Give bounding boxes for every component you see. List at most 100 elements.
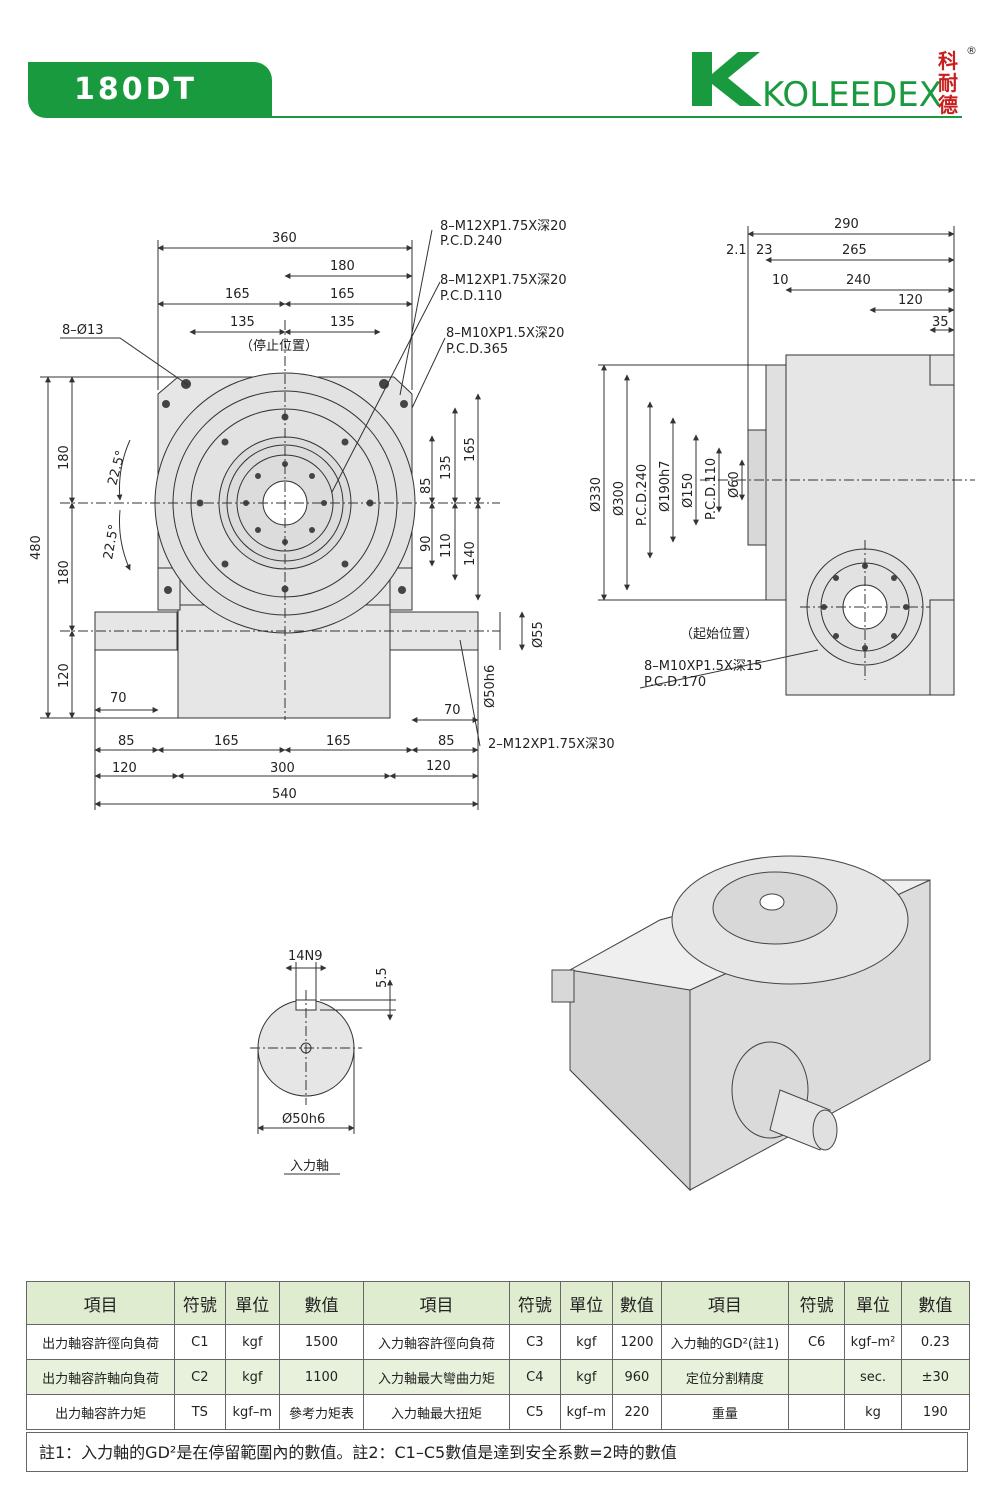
cell <box>788 1359 846 1395</box>
cell: C2 <box>174 1359 226 1395</box>
front-view <box>40 229 525 810</box>
brand-cn-3: 德 <box>938 93 958 117</box>
brand-cn-1: 科 <box>938 49 958 73</box>
cell: C5 <box>509 1394 561 1430</box>
dim-120-bottom-left: 120 <box>112 761 137 776</box>
cell: C3 <box>509 1324 561 1360</box>
cell: kgf <box>559 1359 614 1395</box>
registered-mark: ® <box>966 44 977 57</box>
col-item-3: 項目 <box>660 1281 790 1325</box>
dim-110: 110 <box>439 533 454 558</box>
input-shaft-text: 14N9 5.5 Ø50h6 入力軸 <box>282 949 390 1174</box>
dim-23: 23 <box>756 243 773 258</box>
dim-265: 265 <box>842 243 867 258</box>
cell: 重量 <box>660 1394 790 1430</box>
dim-85-right: 85 <box>438 734 455 749</box>
dim-140: 140 <box>463 541 478 566</box>
dim-d60: Ø60 <box>727 471 742 498</box>
dim-d330: Ø330 <box>589 477 604 512</box>
cell <box>788 1394 846 1430</box>
m12-240-spec: 8–M12XP1.75X深20 <box>440 219 567 234</box>
dim-165-bottom-left: 165 <box>214 734 239 749</box>
logo-k-mark <box>692 52 762 106</box>
pcd-170-label: P.C.D.170 <box>644 675 706 690</box>
shaft-diameter: Ø50h6 <box>282 1112 325 1127</box>
cell: 出力軸容許軸向負荷 <box>25 1359 176 1395</box>
logo-wordmark: KOLEEDEX <box>762 75 942 115</box>
cell: C1 <box>174 1324 226 1360</box>
cell: 1500 <box>279 1324 364 1360</box>
key-width: 14N9 <box>288 949 323 964</box>
input-shaft-section <box>250 962 396 1175</box>
m12-30-spec: 2–M12XP1.75X深30 <box>488 737 615 752</box>
col-value-1: 數值 <box>279 1281 364 1325</box>
col-item-1: 項目 <box>25 1281 176 1325</box>
col-unit-3: 單位 <box>844 1281 902 1325</box>
dim-70-right: 70 <box>444 703 461 718</box>
dim-90: 90 <box>419 535 434 552</box>
hole-spec-13: 8–Ø13 <box>62 323 104 338</box>
pcd-240-label: P.C.D.240 <box>440 234 502 249</box>
key-depth: 5.5 <box>375 967 390 988</box>
dim-pcd110-side: P.C.D.110 <box>704 458 719 520</box>
table-row: 出力軸容許力矩 TS kgf–m 參考力矩表 入力軸最大扭矩 C5 kgf–m … <box>25 1394 971 1430</box>
dim-135-left: 135 <box>230 315 255 330</box>
brand-cn-2: 耐 <box>938 71 958 95</box>
cell: kg <box>844 1394 902 1430</box>
start-position-label: （起始位置） <box>680 627 758 642</box>
cell: 0.23 <box>900 1324 971 1360</box>
flange-bolt-holes <box>821 563 909 651</box>
spec-table: 項目 符號 單位 數值 項目 符號 單位 數值 項目 符號 單位 數值 出力軸容… <box>25 1281 971 1430</box>
cell: 220 <box>612 1394 662 1430</box>
col-symbol-1: 符號 <box>174 1281 226 1325</box>
isometric-view <box>551 855 931 1192</box>
dim-d50h6: Ø50h6 <box>483 665 498 708</box>
cell: 1100 <box>279 1359 364 1395</box>
dim-290: 290 <box>834 217 859 232</box>
pcd-110-label: P.C.D.110 <box>440 289 502 304</box>
dim-35: 35 <box>932 315 949 330</box>
dim-10: 10 <box>772 273 789 288</box>
dim-165-bottom-right: 165 <box>326 734 351 749</box>
dim-165-right: 165 <box>330 287 355 302</box>
dim-300: 300 <box>270 761 295 776</box>
model-name: 180DT <box>74 72 197 107</box>
model-badge: 180DT <box>28 62 272 118</box>
col-symbol-3: 符號 <box>788 1281 846 1325</box>
cell: 入力軸最大彎曲力矩 <box>362 1359 511 1395</box>
dim-120-side: 120 <box>898 293 923 308</box>
cell: ±30 <box>900 1359 971 1395</box>
cell: kgf <box>559 1324 614 1360</box>
dim-240-side: 240 <box>846 273 871 288</box>
table-row: 出力軸容許軸向負荷 C2 kgf 1100 入力軸最大彎曲力矩 C4 kgf 9… <box>25 1359 971 1395</box>
cell: TS <box>174 1394 226 1430</box>
cell: 入力軸最大扭矩 <box>362 1394 511 1430</box>
iso-left-shaft <box>551 969 575 1003</box>
cell: 定位分割精度 <box>660 1359 790 1395</box>
dim-2-1: 2.1 <box>726 243 747 258</box>
dim-d300: Ø300 <box>612 481 627 516</box>
dim-120-left: 120 <box>57 663 72 688</box>
cell: 出力軸容許力矩 <box>25 1394 176 1430</box>
col-unit-1: 單位 <box>224 1281 281 1325</box>
cell: kgf–m <box>224 1394 281 1430</box>
col-value-3: 數值 <box>900 1281 971 1325</box>
spec-table-header: 項目 符號 單位 數值 項目 符號 單位 數值 項目 符號 單位 數值 <box>25 1281 971 1325</box>
m12-110-spec: 8–M12XP1.75X深20 <box>440 273 567 288</box>
dim-135-v: 135 <box>439 455 454 480</box>
dim-85: 85 <box>419 477 434 494</box>
dim-70-left: 70 <box>110 691 127 706</box>
col-value-2: 數值 <box>612 1281 662 1325</box>
dim-165-left: 165 <box>225 287 250 302</box>
technical-drawing: 360 180 165 165 135 135 （停止位置） 8–Ø13 8–M… <box>29 217 975 1192</box>
col-item-2: 項目 <box>362 1281 511 1325</box>
pcd-365-label: P.C.D.365 <box>446 342 508 357</box>
cell: kgf–m <box>559 1394 614 1430</box>
table-row: 出力軸容許徑向負荷 C1 kgf 1500 入力軸容許徑向負荷 C3 kgf 1… <box>25 1324 971 1360</box>
side-view <box>598 226 975 696</box>
dim-480: 480 <box>29 535 44 560</box>
angle-22-5-upper: 22.5° <box>105 449 129 487</box>
cell: 190 <box>900 1394 971 1430</box>
dim-120-bottom-right: 120 <box>426 759 451 774</box>
dim-pcd240-side: P.C.D.240 <box>635 464 650 526</box>
